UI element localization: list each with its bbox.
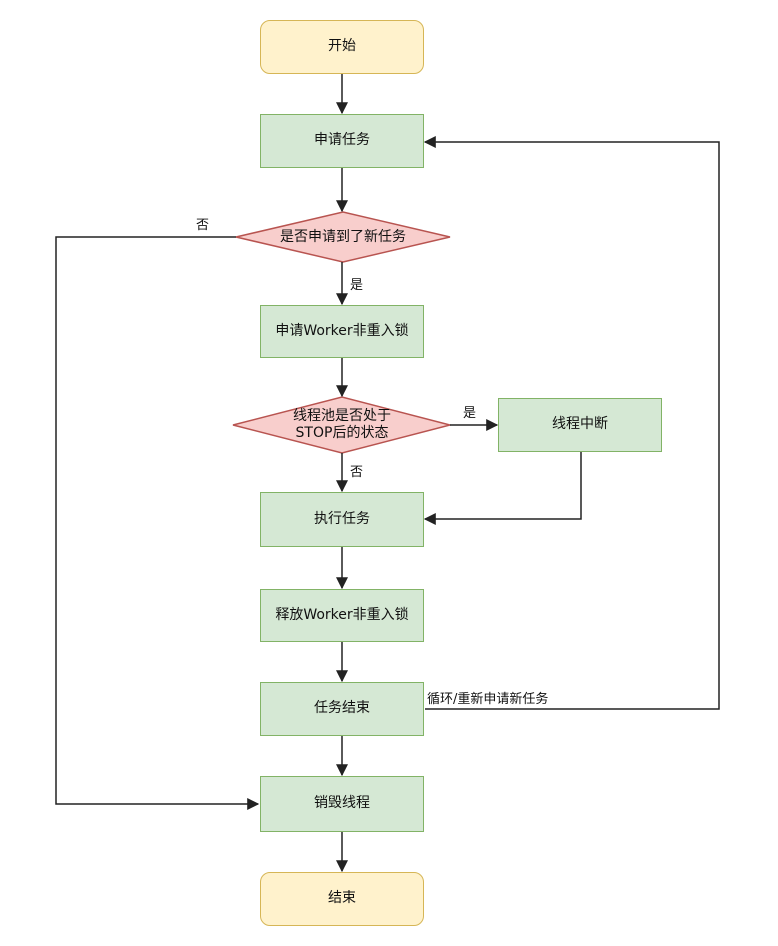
task-end-node: 任务结束	[260, 682, 424, 736]
decision-stop-label: 线程池是否处于 STOP后的状态	[268, 405, 416, 445]
execute-task-label: 执行任务	[314, 510, 370, 527]
decision-got-task-label: 是否申请到了新任务	[280, 228, 406, 245]
request-task-label: 申请任务	[314, 132, 370, 149]
edge-decision-no-to-destroy	[55, 236, 260, 810]
decision-stop-line2: STOP后的状态	[295, 425, 389, 441]
decision-stop-line1: 线程池是否处于	[293, 408, 391, 425]
release-lock-label: 释放Worker非重入锁	[275, 606, 409, 623]
edge-label-stop-yes: 是	[463, 406, 477, 421]
interrupt-label: 线程中断	[552, 416, 608, 433]
execute-task-node: 执行任务	[260, 492, 424, 547]
destroy-thread-label: 销毁线程	[314, 795, 370, 812]
request-task-node: 申请任务	[260, 114, 424, 168]
edge-label-stop-no: 否	[350, 465, 364, 480]
start-label: 开始	[328, 38, 356, 55]
release-lock-node: 释放Worker非重入锁	[260, 589, 424, 642]
edge-interrupt-to-execute	[423, 452, 582, 525]
end-label: 结束	[328, 890, 356, 907]
edge-loop-to-request	[423, 136, 720, 710]
destroy-thread-node: 销毁线程	[260, 776, 424, 832]
interrupt-node: 线程中断	[498, 398, 662, 452]
task-end-label: 任务结束	[314, 700, 370, 717]
edge-label-loop: 循环/重新申请新任务	[427, 692, 549, 707]
end-node: 结束	[260, 872, 424, 926]
decision-got-task-shape	[235, 211, 451, 263]
start-node: 开始	[260, 20, 424, 74]
acquire-lock-label: 申请Worker非重入锁	[275, 322, 409, 339]
edge-label-got-task-yes: 是	[350, 278, 364, 293]
edge-label-got-task-no: 否	[196, 218, 210, 233]
acquire-lock-node: 申请Worker非重入锁	[260, 305, 424, 358]
